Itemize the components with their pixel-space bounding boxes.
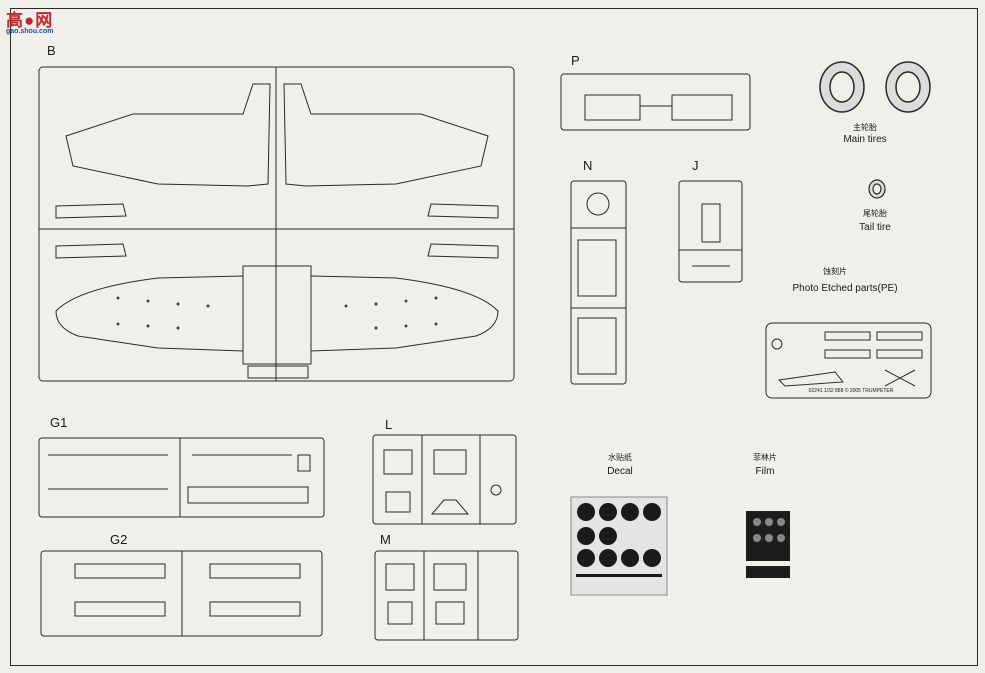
pe-fret-diagram — [765, 322, 932, 399]
tail-tire-label: Tail tire — [859, 222, 891, 233]
pe-label-cn: 蚀刻片 — [823, 267, 847, 276]
sprue-j-diagram — [678, 180, 743, 283]
decal-label: Decal — [607, 466, 633, 477]
pe-footer-text: 02241 1/32 888 © 2005 TRUMPETER — [808, 388, 894, 394]
sprue-b-diagram — [38, 66, 515, 382]
sprue-label-p: P — [571, 53, 580, 68]
film-label-cn: 菲林片 — [753, 453, 777, 462]
sprue-label-b: B — [47, 43, 56, 58]
tail-tire-label-cn: 尾轮胎 — [863, 209, 887, 218]
sprue-label-m: M — [380, 532, 391, 547]
main-tires-label-cn: 主轮胎 — [853, 123, 877, 132]
sprue-label-j: J — [692, 158, 699, 173]
sprue-label-g2: G2 — [110, 532, 128, 547]
sprue-label-g1: G1 — [50, 415, 68, 430]
sprue-label-l: L — [385, 417, 393, 432]
main-tires-label: Main tires — [843, 134, 887, 145]
page-frame — [10, 8, 978, 666]
sprue-g2-diagram — [40, 550, 323, 637]
watermark-logo: 高●网 gao.shou.com — [4, 6, 74, 36]
sprue-label-n: N — [583, 158, 593, 173]
sprue-g1-diagram — [38, 437, 325, 518]
sprue-p-diagram — [560, 73, 751, 131]
main-tires-image — [819, 61, 931, 113]
sprue-m-diagram — [374, 550, 519, 641]
sprue-n-diagram — [570, 180, 627, 385]
sprue-l-diagram — [372, 434, 517, 525]
decal-label-cn: 水贴纸 — [608, 453, 632, 462]
watermark-title: 高●网 — [6, 11, 54, 30]
decal-sheet-image — [570, 496, 668, 596]
pe-label: Photo Etched parts(PE) — [792, 283, 898, 294]
tail-tire-image — [868, 179, 886, 199]
watermark-url: gao.shou.com — [6, 28, 54, 35]
film-sheet-image — [746, 511, 790, 578]
film-label: Film — [755, 466, 775, 477]
